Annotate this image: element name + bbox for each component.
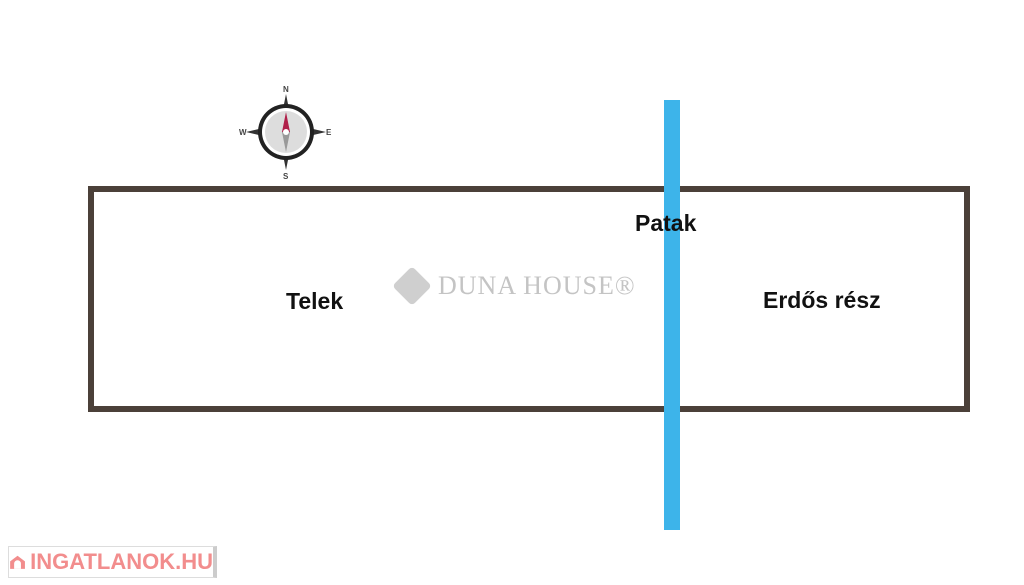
house-icon — [10, 555, 25, 569]
compass-n: N — [283, 85, 289, 94]
ingatlanok-badge: INGATLANOK.HU — [8, 546, 217, 578]
plot-label: Telek — [286, 288, 344, 314]
stream-label: Patak — [635, 210, 697, 236]
compass-e: E — [326, 128, 332, 137]
compass-w: W — [239, 128, 247, 137]
compass-icon: N E S W — [239, 85, 332, 180]
compass-s: S — [283, 172, 289, 180]
badge-text: INGATLANOK.HU — [30, 549, 213, 574]
watermark-text: DUNA HOUSE® — [438, 271, 636, 300]
duna-house-logo-icon — [392, 266, 432, 306]
stream-line — [664, 100, 680, 530]
plot-boundary — [88, 186, 970, 412]
duna-house-watermark: DUNA HOUSE® — [392, 266, 636, 306]
forest-label: Erdős rész — [763, 287, 881, 313]
